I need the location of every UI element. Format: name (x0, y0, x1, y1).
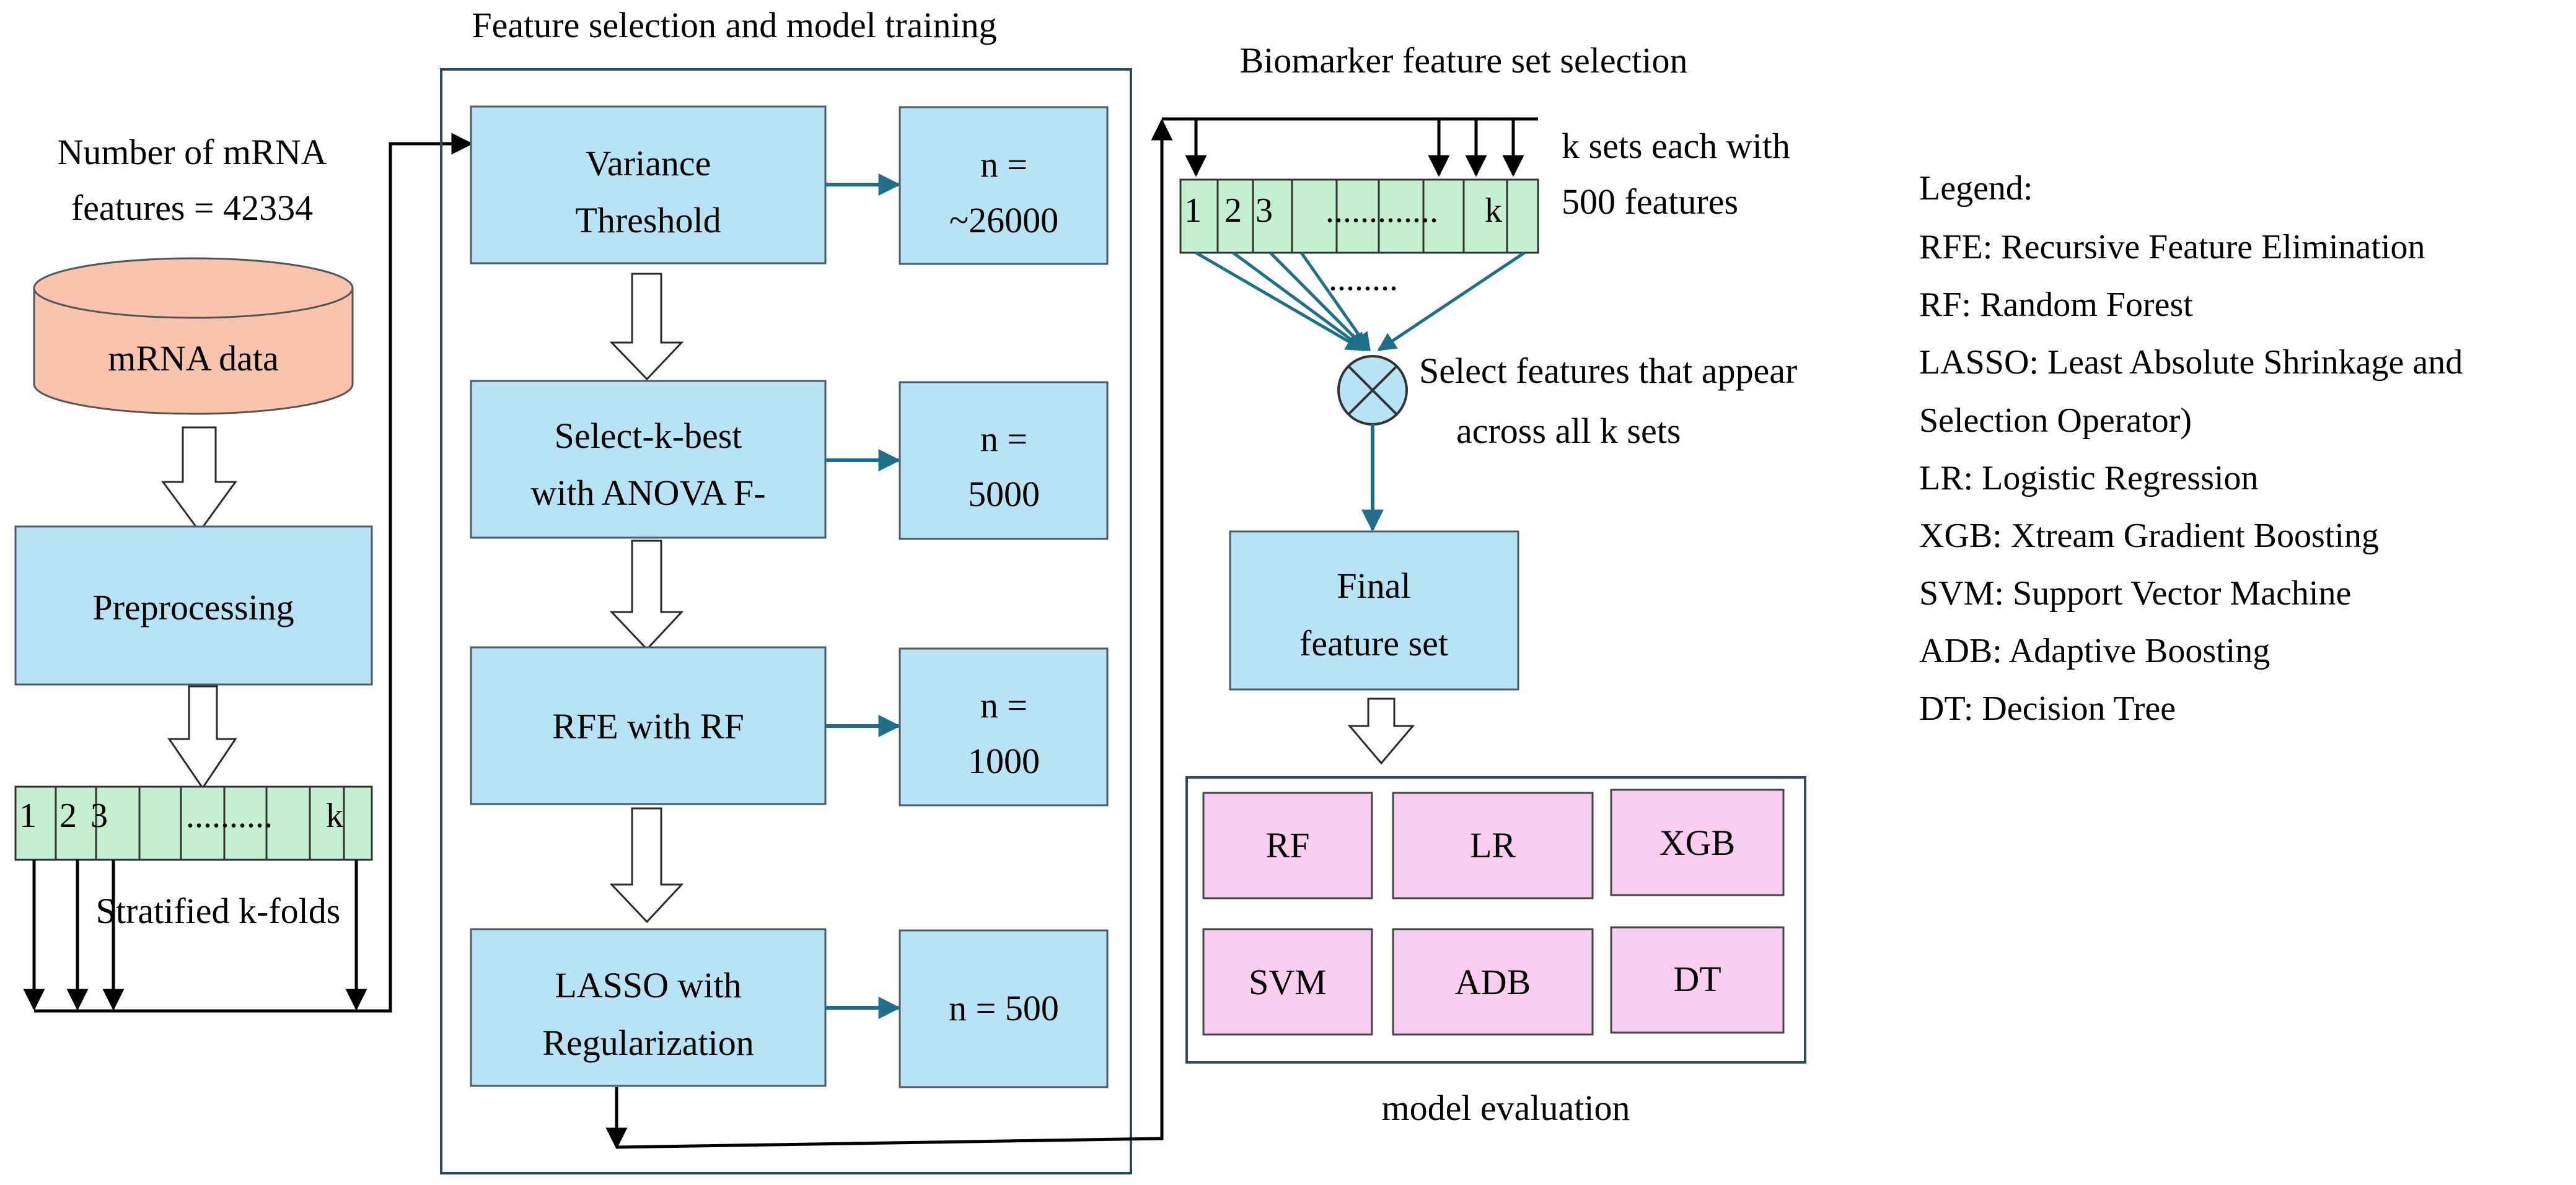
kset-down-arrows (1185, 119, 1524, 177)
mrna-data-label: mRNA data (108, 338, 278, 378)
select-k-best-box (470, 380, 827, 539)
model-label-rf: RF (1266, 825, 1310, 865)
flow-arrow-step1-to-step2 (609, 273, 684, 381)
legend-item-dt: DT: Decision Tree (1919, 689, 2176, 728)
legend-item-lasso-cont: Selection Operator) (1919, 401, 2192, 440)
rfe-with-rf-label: RFE with RF (552, 706, 744, 746)
intersection-icon (1337, 355, 1408, 426)
converging-dots: ........ (1329, 260, 1398, 298)
final-feature-set-box (1229, 530, 1519, 691)
kset-cell-dots: ............. (1325, 191, 1438, 230)
count-step3-line2: 1000 (968, 741, 1040, 781)
flow-arrow-step2-to-step3 (609, 540, 684, 651)
model-box-lr (1392, 792, 1594, 899)
variance-threshold-line1: Variance (586, 143, 711, 183)
count-box-step3 (899, 647, 1109, 807)
model-label-lr: LR (1470, 825, 1516, 865)
legend-item-lasso: LASSO: Least Absolute Shrinkage and (1919, 343, 2463, 382)
ksets-caption-line2: 500 features (1562, 181, 1738, 222)
count-step3-line1: n = (980, 685, 1027, 725)
count-step1-line1: n = (980, 144, 1027, 185)
model-box-rf (1202, 792, 1373, 899)
legend: Legend: RFE: Recursive Feature Eliminati… (1919, 169, 2463, 728)
preprocessing-label: Preprocessing (92, 587, 294, 627)
model-box-xgb (1610, 789, 1785, 896)
flow-arrow-preprocessing-to-folds (167, 685, 237, 790)
final-feature-set-line2: feature set (1299, 623, 1448, 663)
model-label-dt: DT (1673, 959, 1721, 999)
count-step4-label: n = 500 (949, 988, 1059, 1028)
connector-folds-to-training (34, 133, 473, 1013)
ksets-bar (1179, 178, 1539, 254)
flow-arrow-final-to-models (1347, 697, 1415, 765)
preprocessing-box (14, 525, 373, 686)
training-title: Feature selection and model training (472, 5, 996, 45)
fold-cell-k: k (326, 797, 343, 835)
model-box-dt (1610, 926, 1785, 1034)
kset-cell-1: 1 (1184, 191, 1202, 230)
model-box-svm (1202, 928, 1373, 1036)
legend-item-svm: SVM: Support Vector Machine (1919, 574, 2351, 613)
fold-down-arrows (23, 860, 367, 1011)
converging-arrows (1195, 251, 1526, 352)
model-evaluation-frame (1185, 776, 1806, 1064)
legend-item-rfe: RFE: Recursive Feature Elimination (1919, 228, 2425, 266)
lasso-line2: Regularization (542, 1023, 754, 1063)
fold-cell-3: 3 (90, 797, 108, 835)
stratified-folds-caption: Stratified k-folds (96, 891, 341, 931)
stratified-folds-bar (14, 785, 373, 861)
select-k-best-line2: with ANOVA F- (530, 473, 765, 513)
count-step2-line2: 5000 (968, 474, 1040, 514)
fold-cell-dots: .......... (186, 797, 273, 835)
select-k-best-line1: Select-k-best (555, 416, 742, 456)
model-label-svm: SVM (1249, 962, 1327, 1002)
model-label-xgb: XGB (1659, 823, 1735, 863)
variance-threshold-line2: Threshold (575, 200, 721, 240)
kset-cell-2: 2 (1224, 191, 1242, 230)
final-feature-set-line1: Final (1337, 566, 1410, 606)
legend-title: Legend: (1919, 169, 2033, 208)
training-frame (440, 68, 1132, 1174)
model-label-adb: ADB (1455, 962, 1531, 1002)
flow-arrow-step3-to-step4 (609, 807, 684, 924)
count-box-step4 (899, 929, 1109, 1088)
lasso-box (470, 928, 827, 1087)
select-features-line2: across all k sets (1456, 411, 1681, 451)
fold-cell-1: 1 (19, 797, 37, 835)
mrna-database-icon (33, 257, 354, 415)
kset-cell-k: k (1485, 191, 1502, 230)
count-box-step1 (899, 106, 1109, 265)
legend-item-rf: RF: Random Forest (1919, 286, 2193, 324)
rfe-with-rf-box (470, 646, 827, 805)
legend-item-xgb: XGB: Xtream Gradient Boosting (1919, 517, 2379, 555)
feature-count-line1: Number of mRNA (58, 132, 327, 172)
model-box-adb (1392, 928, 1594, 1036)
ksets-caption-line1: k sets each with (1562, 126, 1790, 166)
fold-cell-2: 2 (59, 797, 77, 835)
select-features-line1: Select features that appear (1419, 351, 1797, 391)
count-box-step2 (899, 381, 1109, 540)
biomarker-title: Biomarker feature set selection (1239, 40, 1687, 81)
connector-training-to-biomarker (616, 118, 1173, 1149)
flow-arrow-db-to-preprocessing (161, 426, 237, 533)
legend-item-adb: ADB: Adaptive Boosting (1919, 632, 2270, 670)
feature-count-line2: features = 42334 (71, 188, 313, 228)
count-step1-line2: ~26000 (949, 200, 1058, 240)
lasso-line1: LASSO with (555, 965, 741, 1005)
count-step2-line1: n = (980, 419, 1027, 459)
legend-item-lr: LR: Logistic Regression (1919, 459, 2259, 497)
model-evaluation-caption: model evaluation (1381, 1088, 1630, 1128)
variance-threshold-box (470, 105, 827, 265)
kset-cell-3: 3 (1255, 191, 1273, 230)
